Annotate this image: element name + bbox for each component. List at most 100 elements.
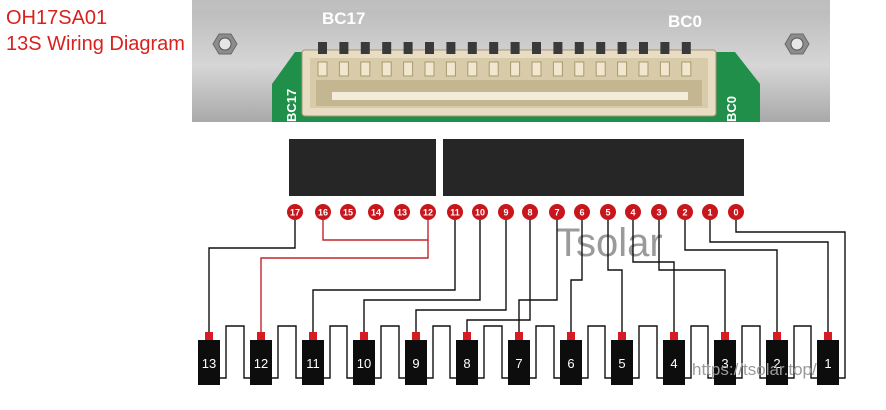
connector-slot xyxy=(445,61,456,77)
cell-label: 7 xyxy=(515,356,522,371)
cell-terminal xyxy=(309,332,317,340)
cell-label: 13 xyxy=(202,356,216,371)
cover-block-left xyxy=(289,139,436,196)
cell-label: 3 xyxy=(721,356,728,371)
pin-label: 15 xyxy=(343,208,353,218)
connector-pin xyxy=(532,42,541,54)
pin-marker xyxy=(625,204,641,220)
pin-marker xyxy=(677,204,693,220)
pin-label: 17 xyxy=(290,208,300,218)
connector-slot xyxy=(531,61,542,77)
connector-slot xyxy=(595,61,606,77)
connector-slot xyxy=(574,61,585,77)
connector-pin xyxy=(639,42,648,54)
connector-pin xyxy=(660,42,670,54)
cell-terminal xyxy=(412,332,420,340)
wire xyxy=(478,325,508,379)
pin-label: 1 xyxy=(707,208,712,218)
pin-marker xyxy=(651,204,667,220)
pin-label: 7 xyxy=(554,208,559,218)
cell-label: 10 xyxy=(357,356,371,371)
url-watermark: https://tsolar.top/ xyxy=(692,360,817,379)
pin-marker xyxy=(522,204,538,220)
battery-cell xyxy=(714,340,736,385)
pin-label: 9 xyxy=(503,208,508,218)
connector-slot xyxy=(659,61,670,77)
connector-pin xyxy=(574,42,584,54)
connector-slot xyxy=(317,61,328,77)
connector-pin xyxy=(403,42,413,54)
screw-icon xyxy=(212,33,238,55)
screw-icon xyxy=(784,33,810,55)
pin-marker xyxy=(472,204,488,220)
cell-terminal xyxy=(773,332,781,340)
battery-cell xyxy=(663,340,685,385)
pin-marker xyxy=(574,204,590,220)
battery-cell xyxy=(766,340,788,385)
wire xyxy=(632,220,675,332)
wire xyxy=(709,220,829,332)
pin-marker xyxy=(600,204,616,220)
cell-label: 2 xyxy=(773,356,780,371)
wire xyxy=(363,220,481,332)
battery-cell xyxy=(817,340,839,385)
cell-terminal xyxy=(205,332,213,340)
diagram-title-line-1: OH17SA01 xyxy=(6,7,108,29)
wire xyxy=(220,325,250,379)
wire xyxy=(518,220,558,332)
connector-pin xyxy=(617,42,627,54)
wire xyxy=(208,220,296,332)
connector-slot xyxy=(488,61,499,77)
connector-pin xyxy=(489,42,499,54)
pcb-label-bc0: BC0 xyxy=(724,96,739,122)
pin-marker xyxy=(368,204,384,220)
pin-label: 5 xyxy=(605,208,610,218)
connector-slot xyxy=(403,61,414,77)
battery-cell xyxy=(405,340,427,385)
pcb-label-bc17: BC17 xyxy=(284,89,299,122)
cell-terminal xyxy=(257,332,265,340)
pin-label: 10 xyxy=(475,208,485,218)
wire xyxy=(658,220,726,332)
pin-label: 13 xyxy=(397,208,407,218)
cell-terminal xyxy=(515,332,523,340)
connector-pin xyxy=(681,42,691,54)
pin-marker xyxy=(340,204,356,220)
pin-label: 3 xyxy=(656,208,661,218)
wire xyxy=(684,220,778,332)
wire xyxy=(375,325,405,379)
battery-cell xyxy=(560,340,582,385)
cell-label: 4 xyxy=(670,356,677,371)
wire xyxy=(466,220,531,332)
connector-pin xyxy=(339,42,349,54)
pin-label: 0 xyxy=(733,208,738,218)
connector-slot xyxy=(638,61,649,77)
connector-slot xyxy=(381,61,392,77)
connector-pin xyxy=(382,42,392,54)
cell-label: 6 xyxy=(567,356,574,371)
pin-marker xyxy=(498,204,514,220)
pin-marker xyxy=(549,204,565,220)
wire xyxy=(427,325,456,379)
connector-slot xyxy=(552,61,563,77)
connector-slot xyxy=(360,61,371,77)
wire xyxy=(312,220,456,332)
pin-marker xyxy=(447,204,463,220)
connector-pin xyxy=(596,42,606,54)
balance-connector xyxy=(301,42,717,117)
wire xyxy=(322,220,429,241)
pin-label: 4 xyxy=(630,208,635,218)
connector-pin xyxy=(510,42,520,54)
cell-label: 11 xyxy=(306,356,320,371)
pin-label: 12 xyxy=(423,208,433,218)
battery-cell xyxy=(508,340,530,385)
pin-marker xyxy=(420,204,436,220)
cell-terminal xyxy=(618,332,626,340)
pin-marker xyxy=(394,204,410,220)
wire xyxy=(415,220,507,332)
wire xyxy=(260,240,429,332)
wire xyxy=(685,325,714,379)
cell-terminal xyxy=(824,332,832,340)
pin-marker xyxy=(728,204,744,220)
